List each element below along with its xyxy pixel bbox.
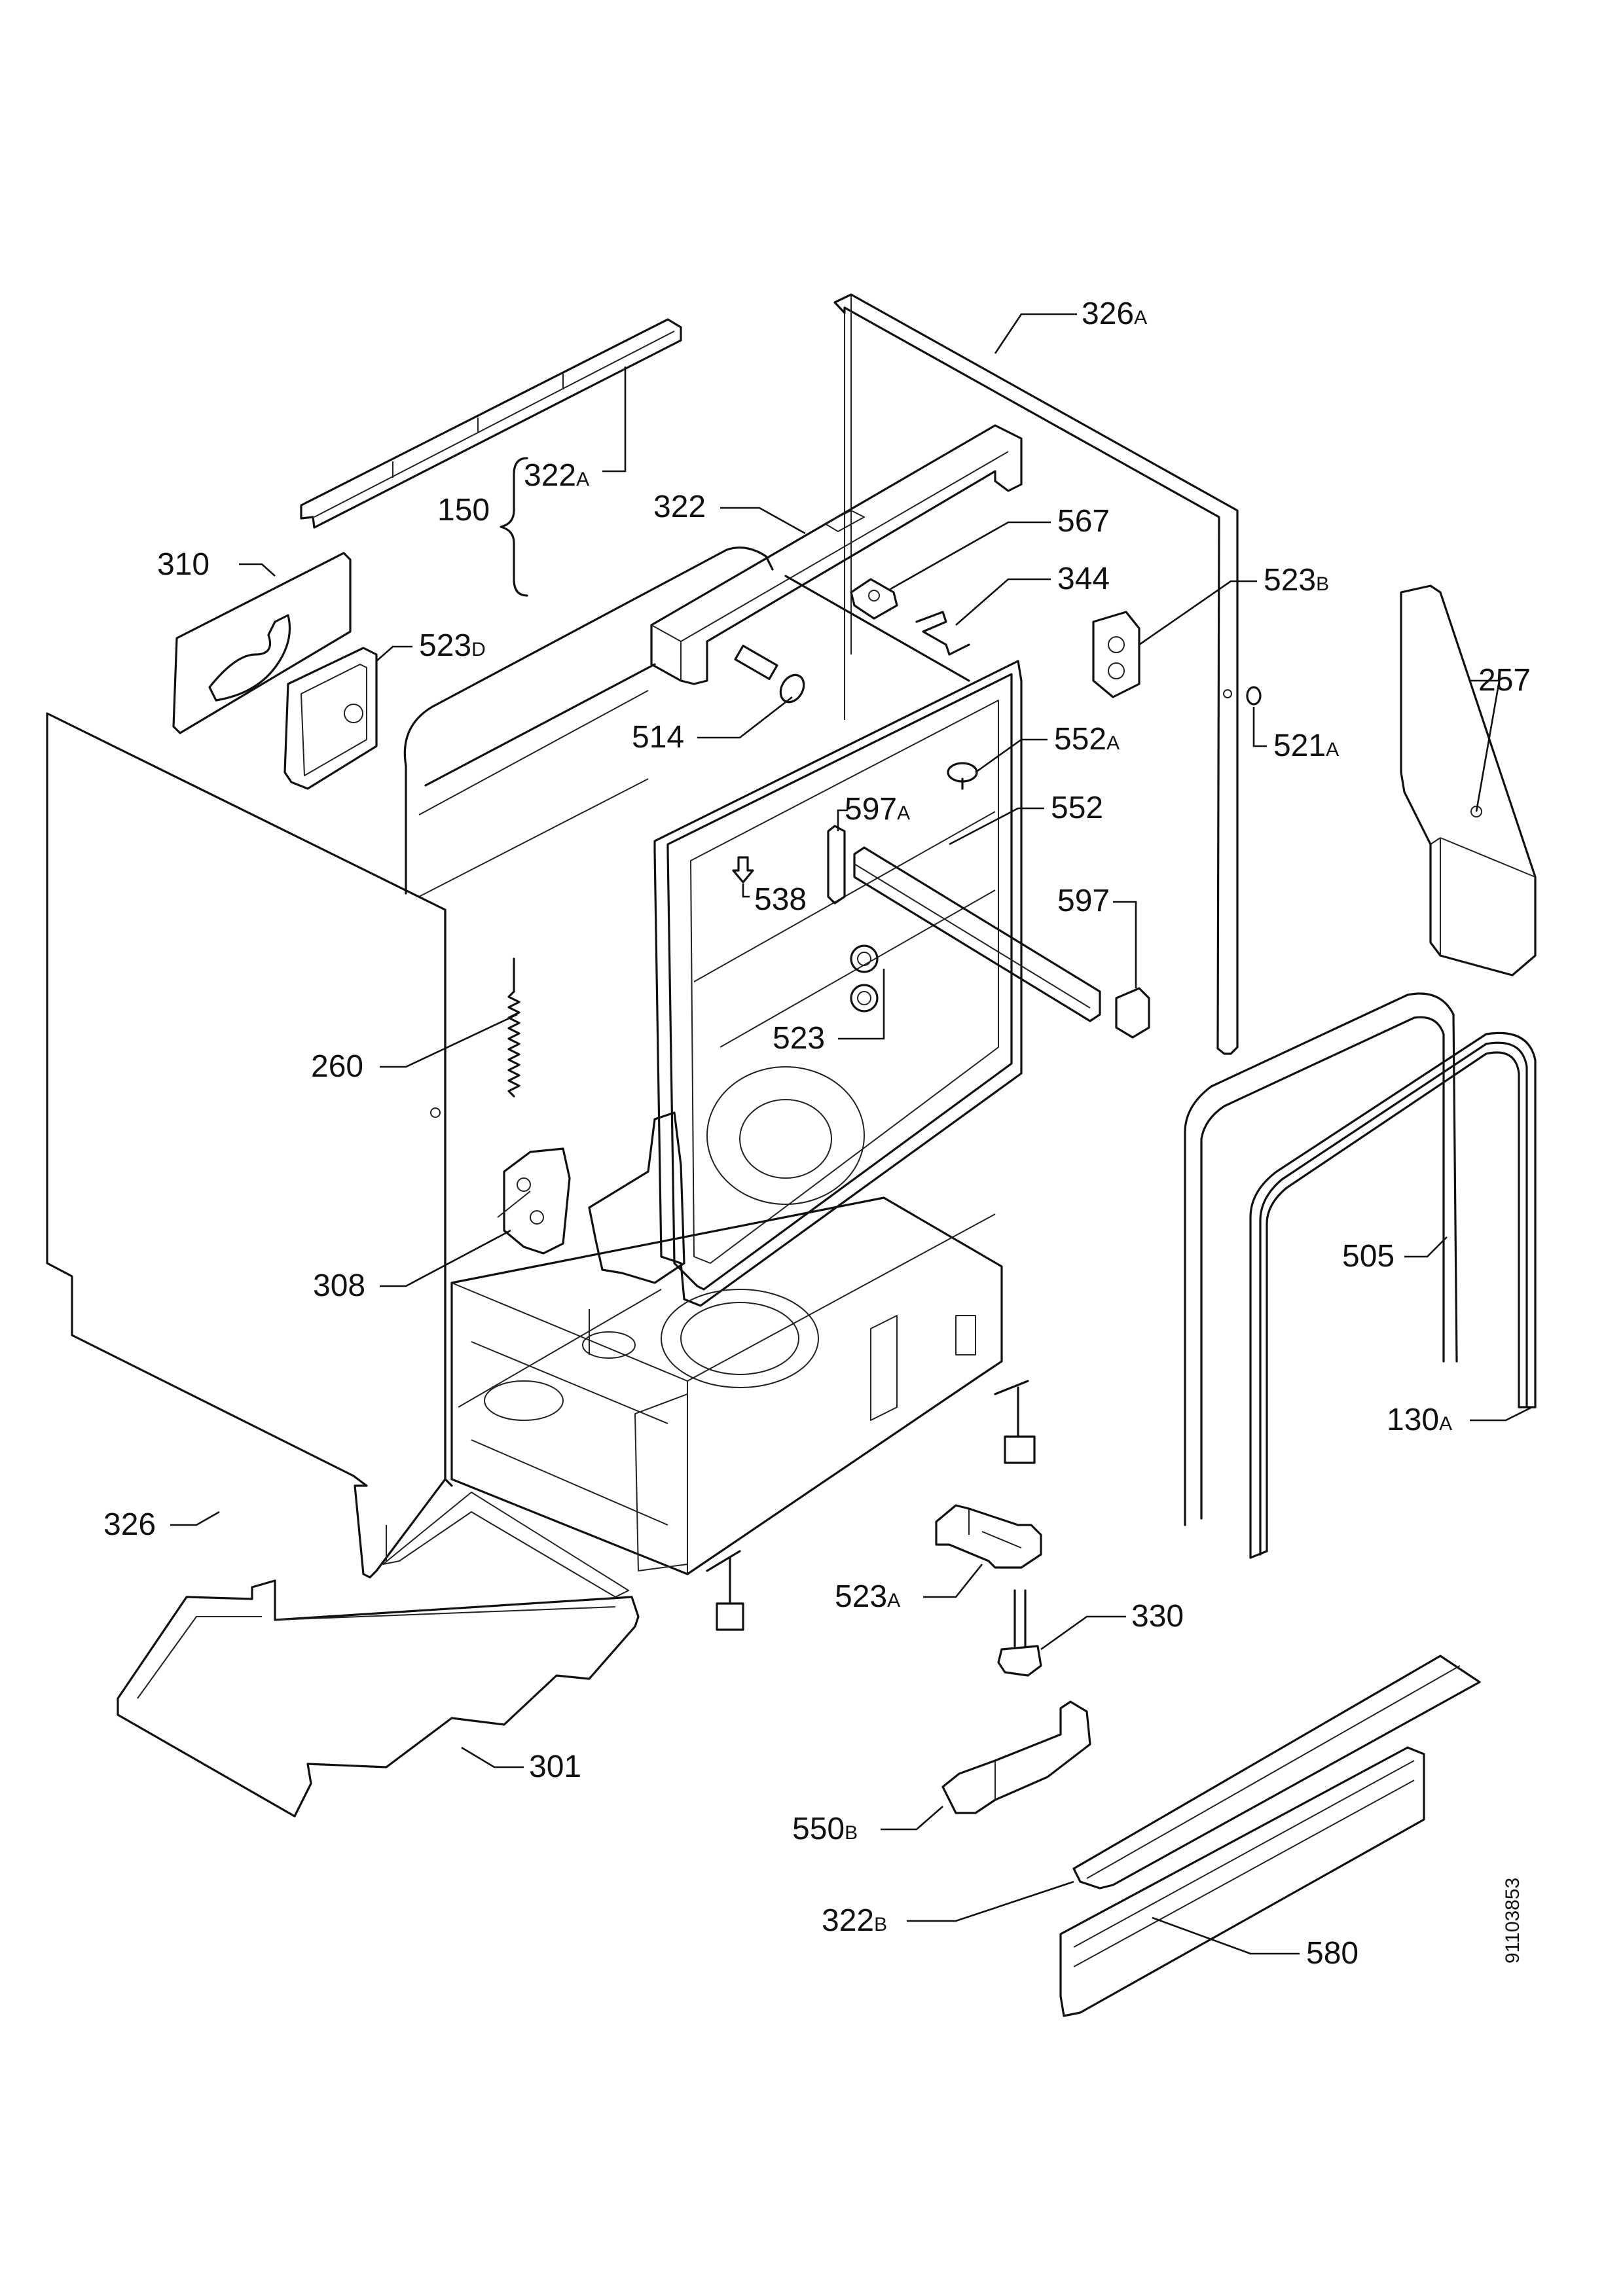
svg-text:344: 344 — [1057, 562, 1110, 596]
label-150: 150 — [437, 493, 490, 528]
svg-text:260: 260 — [311, 1049, 363, 1084]
part-523-fittings — [850, 944, 879, 1013]
svg-text:567: 567 — [1057, 504, 1110, 539]
svg-text:326: 326 — [103, 1507, 156, 1542]
label-322B: 322B — [822, 1903, 887, 1938]
label-538: 538 — [754, 882, 807, 917]
label-552: 552 — [1051, 791, 1103, 825]
svg-text:580: 580 — [1306, 1936, 1359, 1971]
svg-text:514: 514 — [632, 720, 684, 755]
svg-text:322A: 322A — [524, 458, 589, 493]
part-308-hinge — [497, 1147, 571, 1255]
label-260: 260 — [311, 1049, 363, 1084]
svg-text:597A: 597A — [845, 792, 910, 827]
brace-150 — [500, 457, 528, 597]
svg-text:523D: 523D — [419, 628, 486, 663]
part-567-clip — [850, 578, 898, 620]
label-567: 567 — [1057, 504, 1110, 539]
part-344-spring-clip — [915, 611, 970, 656]
label-597A: 597A — [845, 792, 910, 827]
svg-text:523A: 523A — [835, 1579, 900, 1614]
part-base-frame — [450, 1196, 1036, 1631]
label-523D: 523D — [419, 628, 486, 663]
part-301-base-tray — [117, 1492, 640, 1818]
svg-text:330: 330 — [1131, 1599, 1184, 1634]
part-inner-door-frame — [588, 660, 1023, 1307]
svg-text:523: 523 — [773, 1021, 825, 1056]
part-521A-ring — [1246, 686, 1262, 706]
label-344: 344 — [1057, 562, 1110, 596]
label-550B: 550B — [792, 1812, 858, 1846]
leader-lines — [170, 313, 1533, 1955]
svg-text:310: 310 — [157, 547, 210, 582]
part-597A-clip — [827, 825, 846, 905]
svg-text:301: 301 — [529, 1749, 581, 1784]
label-257: 257 — [1478, 663, 1531, 698]
label-322A: 322A — [524, 458, 589, 493]
part-514-pin — [734, 645, 805, 704]
part-322B-rail — [1072, 1655, 1481, 1890]
label-308: 308 — [313, 1268, 365, 1303]
part-538-arrow-clip — [732, 856, 754, 884]
svg-text:521A: 521A — [1273, 728, 1339, 763]
label-505: 505 — [1342, 1239, 1395, 1274]
svg-text:257: 257 — [1478, 663, 1531, 698]
svg-text:552A: 552A — [1054, 722, 1120, 757]
part-550B-bracket — [941, 1700, 1091, 1814]
label-580: 580 — [1306, 1936, 1359, 1971]
label-523B: 523B — [1264, 563, 1329, 598]
label-310: 310 — [157, 547, 210, 582]
part-330-screw — [997, 1589, 1042, 1677]
label-597: 597 — [1057, 884, 1110, 918]
label-514: 514 — [632, 720, 684, 755]
part-523A-bracket — [935, 1504, 1042, 1569]
part-552-strip — [853, 846, 1101, 1022]
part-130A-gasket — [1249, 1031, 1537, 1559]
part-257-side-block — [1400, 584, 1537, 977]
label-301: 301 — [529, 1749, 581, 1784]
base-feet — [706, 1380, 1036, 1631]
svg-text:523B: 523B — [1264, 563, 1329, 598]
part-505-door-seal — [1184, 992, 1458, 1526]
part-322-top-cover — [650, 424, 1023, 685]
svg-text:326A: 326A — [1082, 296, 1147, 331]
drawing-id: 91103853 — [1502, 1878, 1523, 1964]
part-523B-fitting — [1092, 611, 1140, 698]
label-322: 322 — [653, 490, 706, 524]
label-130A: 130A — [1387, 1403, 1452, 1437]
label-521A: 521A — [1273, 728, 1339, 763]
part-322A-top-rail — [300, 318, 682, 529]
part-326-door-panel — [46, 712, 447, 1579]
svg-text:150: 150 — [437, 493, 490, 528]
part-260-spring — [507, 958, 520, 1098]
svg-text:130A: 130A — [1387, 1403, 1452, 1437]
label-523: 523 — [773, 1021, 825, 1056]
part-597-clip — [1115, 987, 1150, 1039]
label-552A: 552A — [1054, 722, 1120, 757]
svg-text:322: 322 — [653, 490, 706, 524]
label-330: 330 — [1131, 1599, 1184, 1634]
label-326A: 326A — [1082, 296, 1147, 331]
label-326: 326 — [103, 1507, 156, 1542]
svg-text:597: 597 — [1057, 884, 1110, 918]
label-523A: 523A — [835, 1579, 900, 1614]
svg-text:505: 505 — [1342, 1239, 1395, 1274]
part-523D-bracket — [283, 647, 378, 790]
svg-text:538: 538 — [754, 882, 807, 917]
svg-text:322B: 322B — [822, 1903, 887, 1938]
svg-text:550B: 550B — [792, 1812, 858, 1846]
part-580-plinth — [1059, 1746, 1425, 2017]
svg-text:552: 552 — [1051, 791, 1103, 825]
svg-text:308: 308 — [313, 1268, 365, 1303]
part-310-cover — [172, 552, 352, 734]
